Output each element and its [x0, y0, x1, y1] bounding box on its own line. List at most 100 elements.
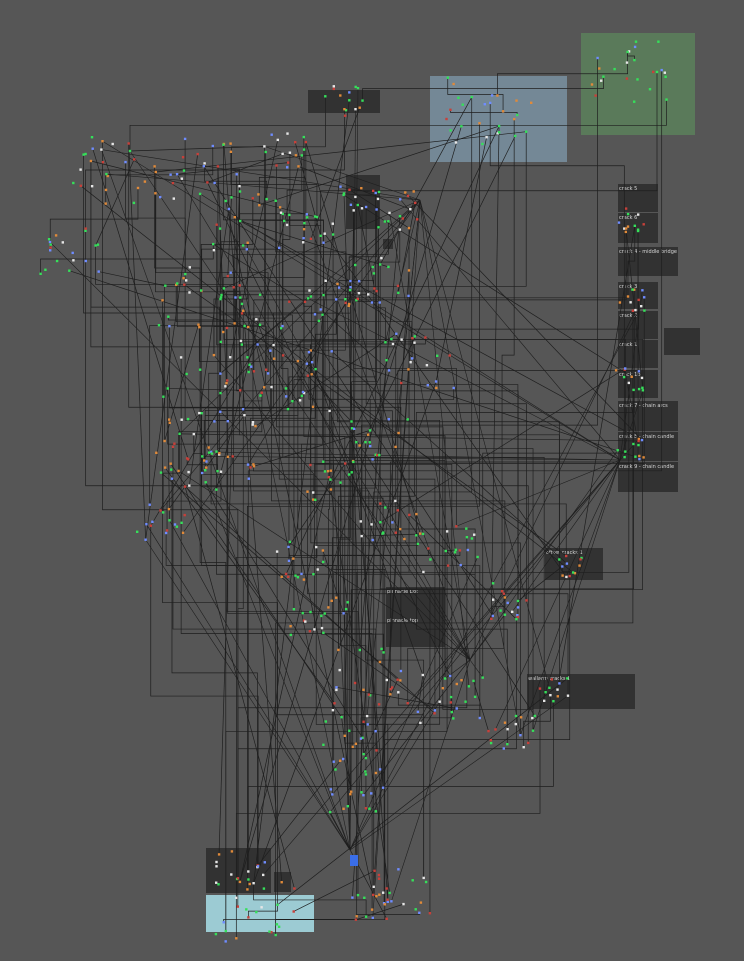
graph-node[interactable] [389, 688, 392, 691]
graph-node[interactable] [390, 337, 393, 341]
node-wire[interactable] [180, 357, 373, 910]
graph-node[interactable] [227, 207, 230, 211]
graph-node[interactable] [370, 301, 374, 304]
node-wire[interactable] [349, 701, 440, 851]
graph-node[interactable] [245, 908, 248, 911]
graph-node[interactable] [162, 511, 165, 514]
graph-node[interactable] [286, 166, 289, 169]
node-wire[interactable] [253, 100, 350, 884]
graph-node[interactable] [316, 568, 319, 571]
graph-node[interactable] [89, 159, 93, 163]
graph-node[interactable] [411, 337, 414, 340]
graph-node[interactable] [275, 550, 279, 553]
graph-node[interactable] [372, 893, 375, 897]
graph-node[interactable] [343, 114, 347, 117]
graph-node[interactable] [289, 633, 292, 637]
graph-node[interactable] [362, 752, 365, 756]
graph-node[interactable] [203, 162, 206, 165]
graph-node[interactable] [323, 612, 326, 615]
node-wire[interactable] [363, 679, 399, 755]
graph-node[interactable] [388, 211, 391, 215]
graph-node[interactable] [149, 524, 152, 527]
graph-node[interactable] [466, 548, 470, 552]
node-wire[interactable] [361, 533, 424, 537]
node-wire[interactable] [223, 199, 421, 289]
graph-node[interactable] [660, 68, 663, 72]
graph-node[interactable] [351, 896, 354, 899]
graph-node[interactable] [478, 122, 481, 125]
graph-node[interactable] [459, 563, 462, 567]
graph-node[interactable] [226, 420, 229, 423]
graph-node[interactable] [219, 372, 222, 375]
graph-node[interactable] [224, 929, 227, 933]
graph-node[interactable] [246, 241, 249, 244]
graph-node[interactable] [233, 216, 236, 219]
graph-node[interactable] [288, 300, 291, 303]
graph-node[interactable] [643, 296, 646, 299]
graph-node[interactable] [399, 679, 402, 682]
node-wire[interactable] [344, 735, 377, 751]
node-wire[interactable] [322, 548, 429, 562]
node-wire[interactable] [624, 369, 639, 446]
graph-node[interactable] [397, 691, 400, 694]
node-wire[interactable] [240, 220, 643, 441]
node-wire[interactable] [253, 228, 627, 372]
graph-node[interactable] [219, 296, 223, 299]
graph-node[interactable] [422, 570, 425, 574]
graph-node[interactable] [300, 394, 303, 397]
graph-node[interactable] [636, 228, 640, 231]
graph-node[interactable] [552, 700, 555, 703]
node-wire[interactable] [176, 174, 471, 661]
node-wire[interactable] [150, 525, 259, 867]
graph-node[interactable] [571, 571, 575, 574]
node-wire[interactable] [205, 482, 351, 851]
graph-node[interactable] [633, 224, 636, 227]
graph-node[interactable] [204, 469, 207, 472]
graph-node[interactable] [419, 532, 422, 535]
graph-node[interactable] [136, 530, 139, 533]
graph-node[interactable] [391, 342, 395, 346]
graph-node[interactable] [365, 714, 369, 718]
graph-node[interactable] [167, 315, 170, 318]
graph-node[interactable] [235, 896, 238, 899]
graph-node[interactable] [309, 349, 312, 352]
graph-node[interactable] [408, 513, 411, 517]
graph-node[interactable] [503, 613, 507, 616]
graph-node[interactable] [506, 728, 509, 731]
graph-node[interactable] [385, 678, 388, 682]
node-wire[interactable] [101, 149, 421, 201]
graph-node[interactable] [397, 291, 400, 294]
graph-node[interactable] [516, 606, 520, 609]
graph-node[interactable] [631, 288, 634, 291]
graph-node[interactable] [279, 211, 283, 214]
node-wire[interactable] [349, 695, 569, 851]
node-wire[interactable] [146, 524, 351, 851]
graph-node[interactable] [44, 268, 47, 271]
graph-node[interactable] [640, 438, 644, 442]
graph-node[interactable] [348, 188, 351, 191]
node-wire[interactable] [177, 162, 289, 175]
graph-node[interactable] [371, 265, 374, 269]
graph-node[interactable] [376, 197, 380, 201]
graph-node[interactable] [377, 873, 381, 877]
graph-node[interactable] [215, 223, 218, 226]
graph-node[interactable] [638, 454, 641, 458]
graph-node[interactable] [637, 387, 641, 391]
graph-node[interactable] [363, 896, 366, 899]
graph-node[interactable] [219, 340, 222, 344]
graph-node[interactable] [377, 703, 381, 706]
graph-node[interactable] [398, 228, 401, 231]
node-wire[interactable] [225, 531, 448, 932]
graph-node[interactable] [226, 455, 230, 458]
graph-node[interactable] [317, 319, 321, 323]
graph-node[interactable] [170, 477, 174, 480]
node-wire[interactable] [182, 199, 421, 533]
node-wire[interactable] [172, 446, 377, 812]
graph-node[interactable] [446, 564, 450, 567]
node-wire[interactable] [293, 149, 305, 610]
graph-node[interactable] [49, 249, 52, 252]
graph-node[interactable] [222, 921, 225, 924]
graph-node[interactable] [637, 213, 640, 216]
node-wire[interactable] [244, 325, 248, 358]
graph-node[interactable] [441, 687, 444, 690]
